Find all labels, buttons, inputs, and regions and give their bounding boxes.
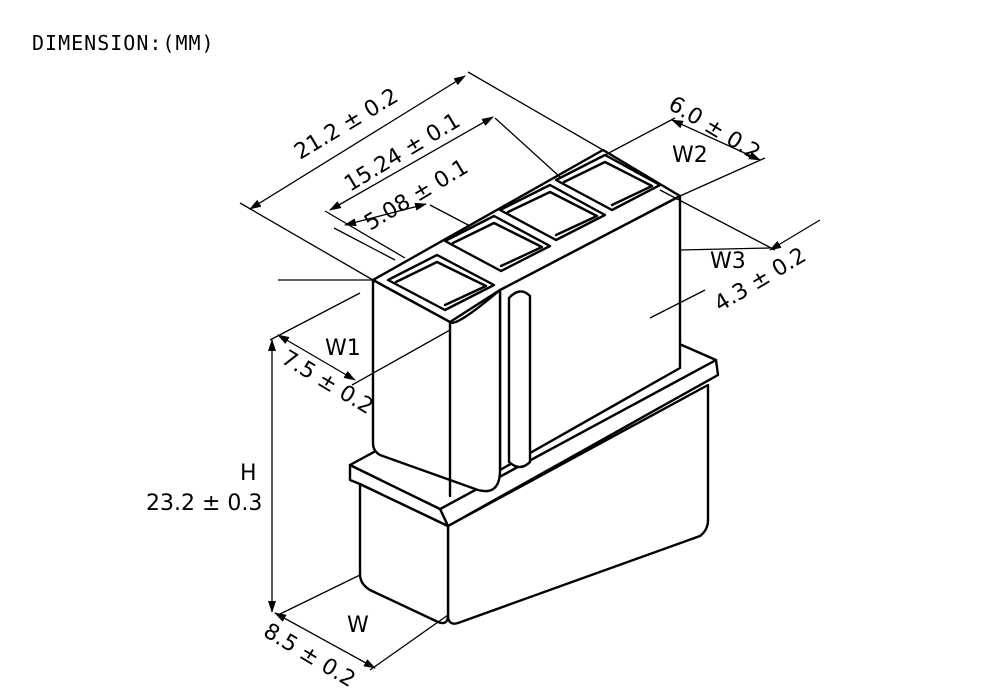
cavity-2 [443,214,552,273]
cavity-1 [386,253,496,312]
w-value-label: 8.5 ± 0.2 [259,619,360,693]
cavity-4 [554,153,662,212]
w2-dim [671,119,761,161]
locking-rib [507,290,532,469]
housing-front-face [371,278,502,493]
dimension-lines [239,71,821,671]
w2-label: W2 [672,143,708,168]
cavity-3 [498,183,607,242]
connector-body [348,148,720,625]
w-dim [274,612,376,669]
h-value-label: 23.2 ± 0.3 [146,491,262,516]
h-label: H [240,461,257,486]
base-right-face [446,383,710,625]
w1-dim [277,334,356,381]
dimension-title: DIMENSION:(MM) [32,31,215,55]
w3-dim [769,219,821,251]
pitch-span-dim [329,116,494,211]
w3-label: W3 [710,249,746,274]
w1-label: W1 [325,336,361,361]
w-label: W [347,613,369,638]
pitch-dim [344,202,427,227]
w3-leader [649,289,706,319]
